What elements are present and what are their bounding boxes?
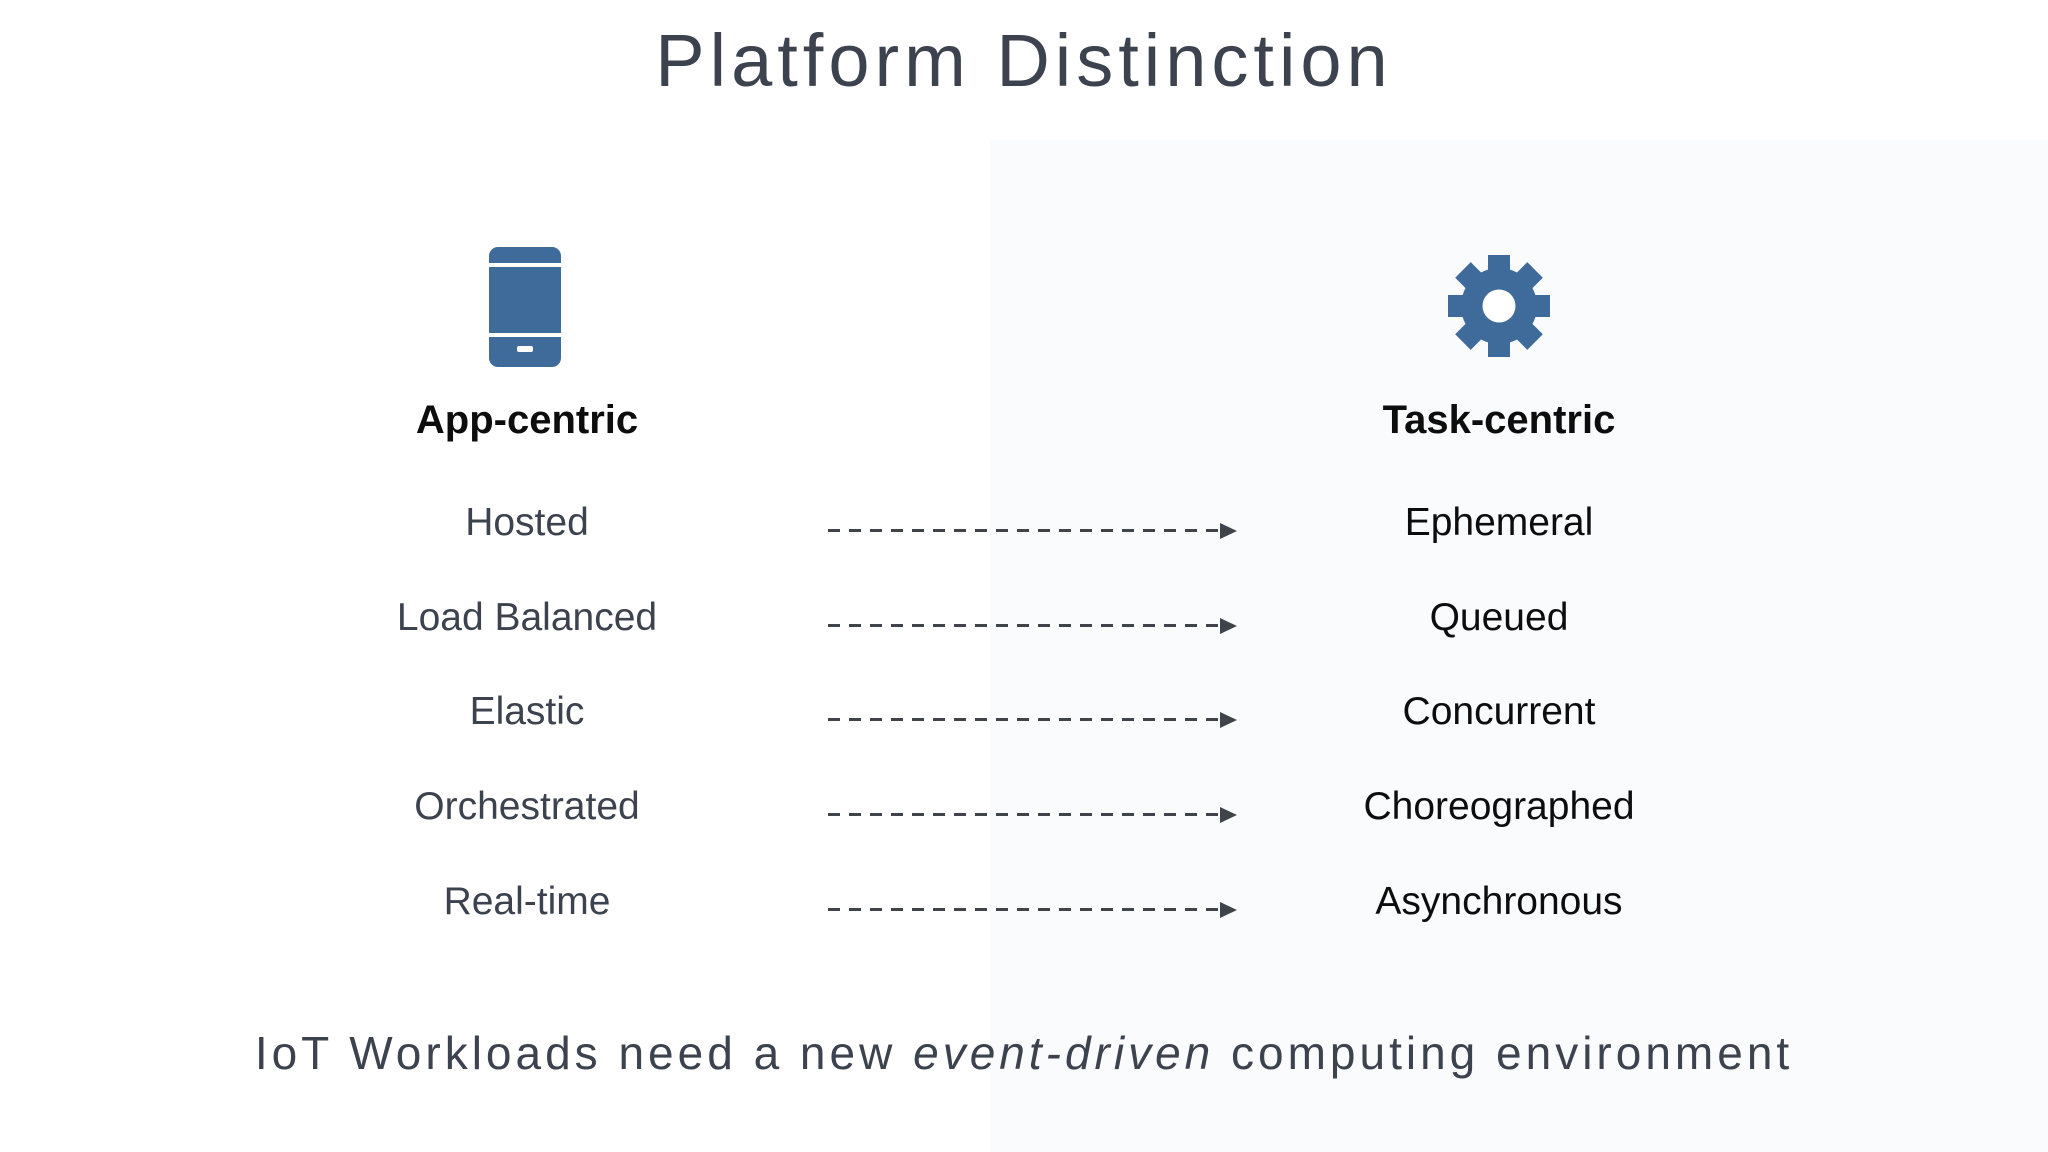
task-centric-item-queued: Queued xyxy=(1429,596,1569,639)
caption: IoT Workloads need a new event-driven co… xyxy=(0,1026,2048,1080)
task-centric-item-choreographed: Choreographed xyxy=(1363,785,1635,828)
app-centric-item-elastic: Elastic xyxy=(469,690,585,733)
column-header-task-centric: Task-centric xyxy=(1382,398,1616,442)
dashed-arrow-icon xyxy=(828,522,1237,539)
dashed-arrow-icon xyxy=(828,901,1237,918)
app-centric-item-real-time: Real-time xyxy=(443,880,611,923)
task-centric-item-asynchronous: Asynchronous xyxy=(1375,880,1623,923)
caption-emphasis: event-driven xyxy=(913,1027,1215,1079)
dashed-arrow-icon xyxy=(828,711,1237,728)
caption-suffix: computing environment xyxy=(1214,1027,1794,1079)
dashed-arrow-icon xyxy=(828,806,1237,823)
smartphone-icon xyxy=(489,247,561,367)
app-centric-item-hosted: Hosted xyxy=(465,501,589,544)
caption-prefix: IoT Workloads need a new xyxy=(254,1027,914,1079)
page-title: Platform Distinction xyxy=(655,19,1393,102)
app-centric-item-orchestrated: Orchestrated xyxy=(414,785,640,828)
task-centric-item-ephemeral: Ephemeral xyxy=(1404,501,1594,544)
app-centric-item-load-balanced: Load Balanced xyxy=(396,596,658,639)
task-centric-item-concurrent: Concurrent xyxy=(1402,690,1596,733)
dashed-arrow-icon xyxy=(828,617,1237,634)
gear-icon xyxy=(1448,255,1550,357)
column-header-app-centric: App-centric xyxy=(415,398,639,442)
